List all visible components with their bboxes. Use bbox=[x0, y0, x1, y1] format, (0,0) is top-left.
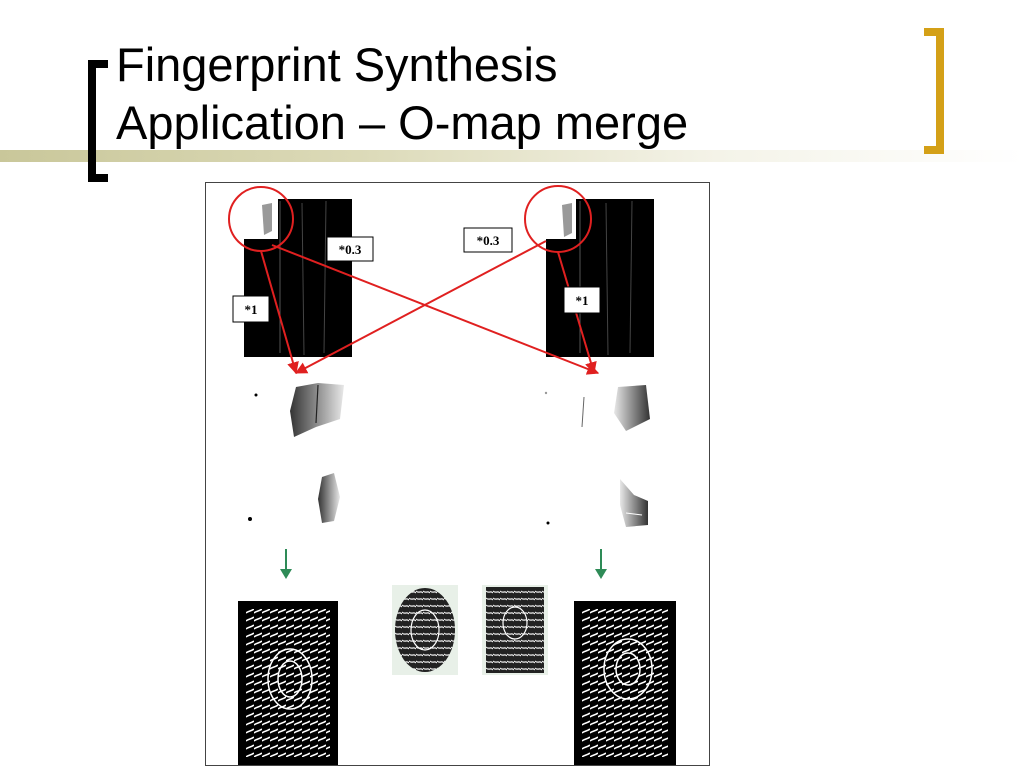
left-cross-arrow bbox=[271, 244, 600, 375]
weight-text-right-cross: *0.3 bbox=[477, 233, 500, 248]
right-synthesized-fingerprint bbox=[574, 601, 676, 765]
right-down-arrow bbox=[595, 549, 607, 579]
left-synthesized-fingerprint bbox=[238, 601, 338, 765]
left-orientation-map bbox=[244, 199, 352, 357]
slide-title-line1: Fingerprint Synthesis bbox=[116, 38, 558, 91]
left-bracket-decoration bbox=[88, 60, 108, 182]
right-cross-arrow bbox=[294, 240, 547, 374]
slide-title-line2: Application – O-map merge bbox=[116, 96, 689, 149]
right-orientation-map bbox=[546, 199, 654, 357]
weight-text-left-direct: *1 bbox=[245, 302, 258, 317]
source-fingerprint-1 bbox=[392, 585, 458, 675]
weight-label-left-cross: *0.3 bbox=[326, 236, 374, 262]
slide-title: Fingerprint Synthesis Application – O-ma… bbox=[116, 36, 688, 152]
left-direct-arrow bbox=[260, 250, 299, 375]
weight-text-left-cross: *0.3 bbox=[339, 242, 362, 257]
right-partial-omap bbox=[516, 379, 678, 529]
right-bracket-decoration bbox=[924, 28, 944, 154]
weight-label-right-direct: *1 bbox=[563, 286, 601, 314]
left-down-arrow bbox=[280, 549, 292, 579]
left-partial-omap bbox=[228, 379, 380, 529]
o-map-merge-diagram: *0.3 *0.3 *1 *1 bbox=[228, 185, 678, 765]
weight-label-right-cross: *0.3 bbox=[463, 227, 513, 253]
weight-label-left-direct: *1 bbox=[232, 295, 270, 323]
o-map-merge-figure: *0.3 *0.3 *1 *1 bbox=[205, 182, 710, 766]
source-fingerprint-2 bbox=[482, 585, 548, 675]
weight-text-right-direct: *1 bbox=[576, 293, 589, 308]
title-accent-line bbox=[0, 150, 1024, 162]
